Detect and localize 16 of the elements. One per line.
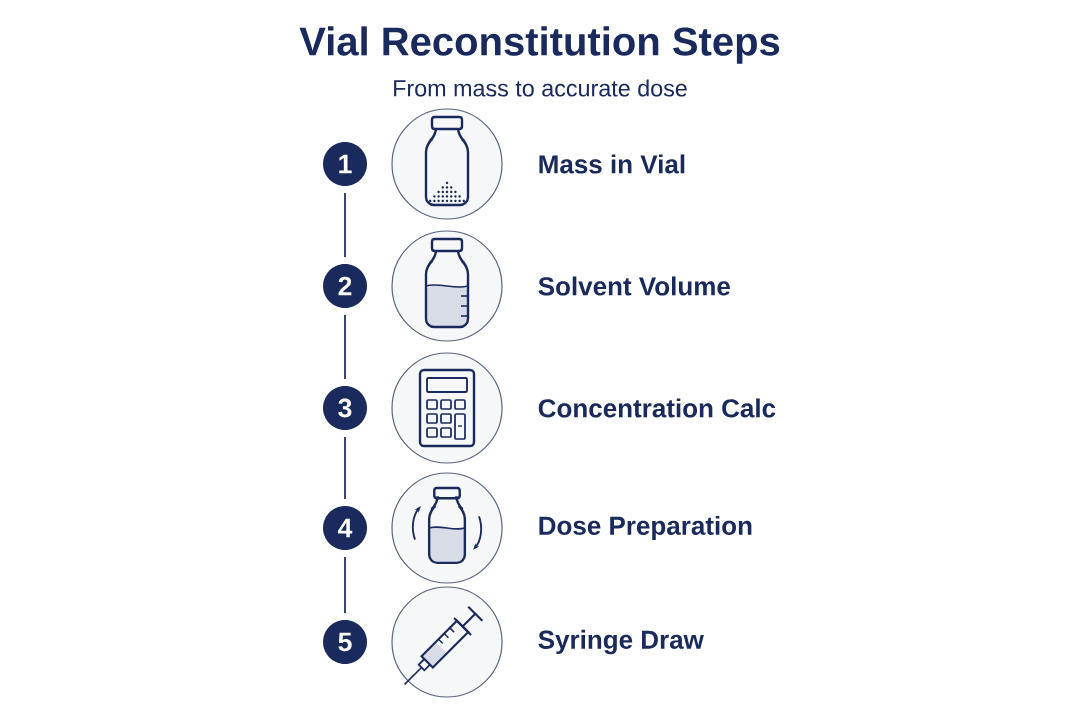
step-number: 3 bbox=[323, 386, 367, 430]
step-number: 5 bbox=[323, 620, 367, 664]
title: Vial Reconstitution Steps bbox=[299, 26, 780, 64]
step-number: 1 bbox=[323, 142, 367, 186]
connector-line bbox=[344, 436, 346, 500]
step-title: Dose Preparation bbox=[539, 515, 752, 541]
connector-line bbox=[344, 314, 346, 380]
connector-line bbox=[344, 192, 346, 258]
step-title: Mass in Vial bbox=[539, 154, 685, 174]
step-title: Solvent Volume bbox=[538, 276, 730, 296]
subtitle: From mass to accurate dose bbox=[394, 79, 687, 97]
step-title: Syringe Draw bbox=[538, 629, 704, 655]
step-title: Concentration Calc bbox=[538, 398, 776, 418]
connector-line bbox=[344, 556, 346, 614]
step-number: 4 bbox=[323, 506, 367, 550]
step-number: 2 bbox=[323, 264, 367, 308]
